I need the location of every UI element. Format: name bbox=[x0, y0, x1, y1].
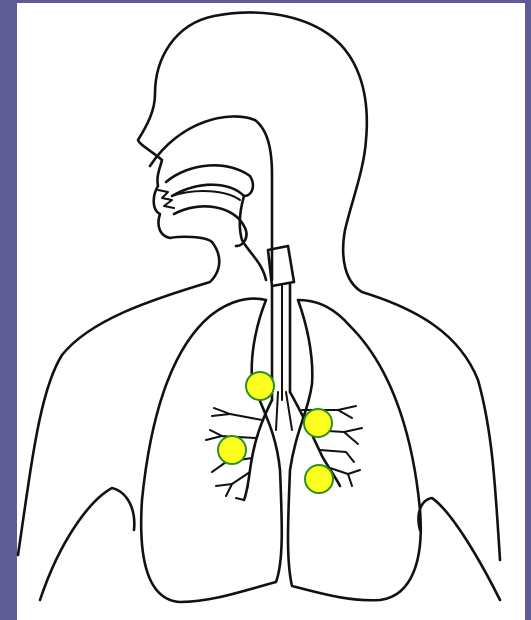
left-lung-outline bbox=[141, 299, 282, 602]
left-arm-outline bbox=[40, 488, 134, 600]
carina bbox=[276, 392, 292, 430]
teeth bbox=[158, 190, 174, 208]
markers-layer bbox=[218, 372, 333, 493]
body-outline bbox=[18, 12, 500, 560]
marker-1[interactable] bbox=[246, 372, 274, 400]
marker-2[interactable] bbox=[304, 409, 332, 437]
marker-4[interactable] bbox=[305, 465, 333, 493]
right-arm-outline bbox=[419, 498, 501, 600]
right-lung-outline bbox=[288, 300, 421, 600]
palate-inner bbox=[172, 191, 240, 200]
pharynx-outline bbox=[240, 196, 266, 280]
marker-3[interactable] bbox=[218, 436, 246, 464]
left-bronchus bbox=[244, 400, 272, 500]
